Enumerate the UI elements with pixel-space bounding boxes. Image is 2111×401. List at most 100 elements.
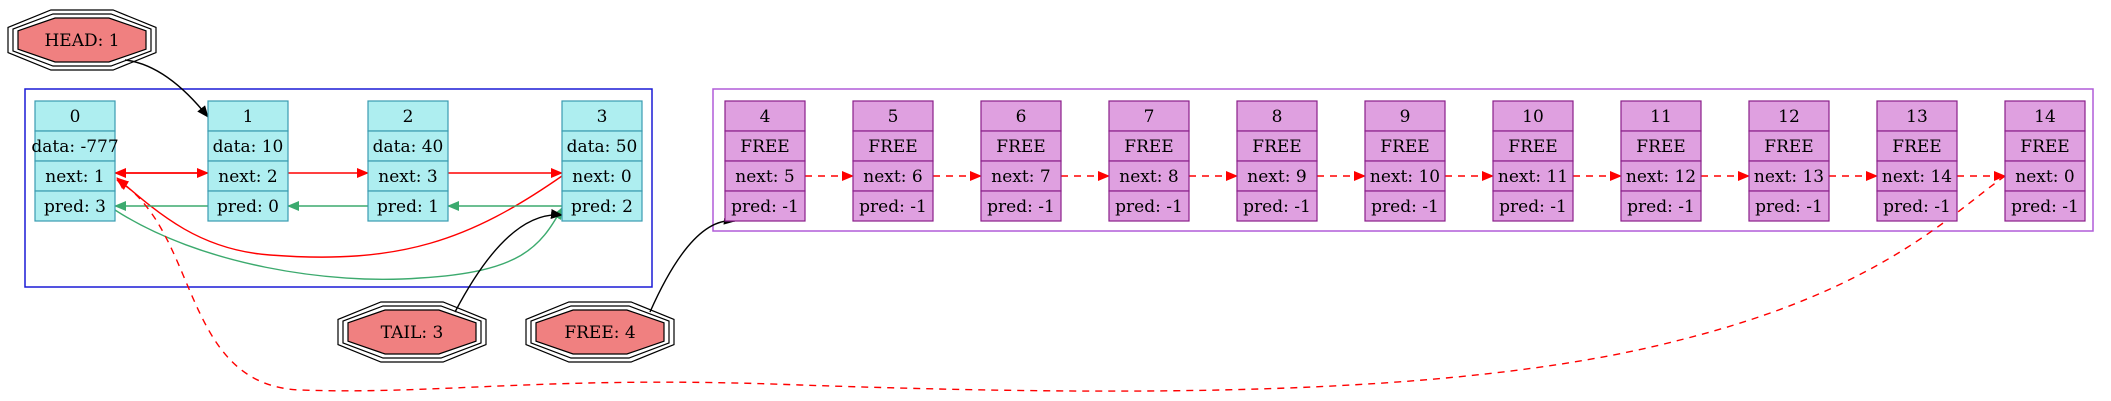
next-edge: [116, 175, 2006, 392]
node-next-label: next: 1: [45, 167, 104, 187]
node-pred-cell: [1748, 190, 1830, 222]
free-pointer-edge: [649, 214, 736, 313]
node-index-label: 11: [1650, 107, 1672, 127]
free-marker-label: FREE: 4: [564, 323, 635, 343]
tail-marker-label: TAIL: 3: [381, 323, 444, 343]
node-pred-label: pred: -1: [1499, 197, 1567, 217]
node-data-cell: [1620, 130, 1702, 162]
node-data-label: FREE: [1124, 137, 1173, 157]
node-pred-cell: [2004, 190, 2086, 222]
node-index-label: 4: [760, 107, 771, 127]
node-pred-label: pred: 0: [217, 197, 279, 217]
node-pred-label: pred: 2: [571, 197, 633, 217]
node-pred-cell: [561, 190, 643, 222]
node-pred-cell: [34, 190, 116, 222]
node-index-label: 7: [1144, 107, 1155, 127]
node-next-cell: [561, 160, 643, 192]
node-pred-label: pred: -1: [987, 197, 1055, 217]
node-pred-label: pred: -1: [1243, 197, 1311, 217]
node-pred-label: pred: -1: [1755, 197, 1823, 217]
node-pred-label: pred: -1: [1371, 197, 1439, 217]
node-index-label: 13: [1906, 107, 1928, 127]
node-next-label: next: 9: [1247, 167, 1306, 187]
node-index-cell: [1748, 100, 1830, 132]
node-next-cell: [1364, 160, 1446, 192]
node-index-cell: [724, 100, 806, 132]
node-data-cell: [724, 130, 806, 162]
node-data-label: data: 10: [213, 137, 284, 157]
node-data-cell: [1492, 130, 1574, 162]
node-pred-cell: [1492, 190, 1574, 222]
tail-marker: TAIL: 3: [337, 301, 487, 363]
node-data-label: FREE: [1764, 137, 1813, 157]
node-data-label: FREE: [2020, 137, 2069, 157]
node-next-cell: [367, 160, 449, 192]
node-next-label: next: 8: [1119, 167, 1178, 187]
node-pred-label: pred: -1: [2011, 197, 2079, 217]
node-data-label: data: 40: [373, 137, 444, 157]
free-marker: FREE: 4: [525, 301, 675, 363]
node-pred-cell: [1236, 190, 1318, 222]
node-next-label: next: 13: [1754, 167, 1824, 187]
node-data-label: FREE: [1380, 137, 1429, 157]
node-pred-cell: [367, 190, 449, 222]
head-marker-label: HEAD: 1: [44, 31, 119, 51]
node-next-cell: [34, 160, 116, 192]
node-pred-cell: [1620, 190, 1702, 222]
head-marker: HEAD: 1: [7, 9, 157, 71]
node-data-cell: [207, 130, 289, 162]
node-data-label: FREE: [1636, 137, 1685, 157]
node-index-label: 0: [70, 107, 81, 127]
node-data-cell: [1108, 130, 1190, 162]
node-pred-cell: [724, 190, 806, 222]
node-index-cell: [2004, 100, 2086, 132]
node-next-label: next: 14: [1882, 167, 1952, 187]
node-pred-label: pred: -1: [1883, 197, 1951, 217]
node-data-label: FREE: [996, 137, 1045, 157]
node-next-label: next: 11: [1498, 167, 1568, 187]
node-index-label: 2: [403, 107, 414, 127]
node-data-cell: [1748, 130, 1830, 162]
node-index-label: 6: [1016, 107, 1027, 127]
node-pred-label: pred: 1: [377, 197, 439, 217]
node-index-cell: [980, 100, 1062, 132]
node-next-cell: [724, 160, 806, 192]
node-index-cell: [1876, 100, 1958, 132]
node-next-cell: [852, 160, 934, 192]
node-pred-label: pred: -1: [859, 197, 927, 217]
node-index-cell: [1620, 100, 1702, 132]
node-data-cell: [2004, 130, 2086, 162]
node-data-label: FREE: [1892, 137, 1941, 157]
node-pred-cell: [1108, 190, 1190, 222]
node-next-label: next: 2: [218, 167, 277, 187]
node-next-label: next: 0: [572, 167, 631, 187]
node-next-cell: [1236, 160, 1318, 192]
node-next-label: next: 12: [1626, 167, 1696, 187]
node-pred-label: pred: -1: [1115, 197, 1183, 217]
node-next-label: next: 6: [863, 167, 922, 187]
node-index-label: 9: [1400, 107, 1411, 127]
free-list-cluster: [712, 88, 2094, 232]
node-next-label: next: 10: [1370, 167, 1440, 187]
node-next-cell: [1748, 160, 1830, 192]
node-index-label: 12: [1778, 107, 1800, 127]
node-pred-cell: [852, 190, 934, 222]
node-data-cell: [367, 130, 449, 162]
node-data-cell: [980, 130, 1062, 162]
node-index-cell: [207, 100, 289, 132]
node-data-label: data: 50: [567, 137, 638, 157]
node-data-label: FREE: [1252, 137, 1301, 157]
node-data-cell: [1364, 130, 1446, 162]
pred-edge: [114, 207, 563, 281]
node-pred-label: pred: 3: [44, 197, 106, 217]
